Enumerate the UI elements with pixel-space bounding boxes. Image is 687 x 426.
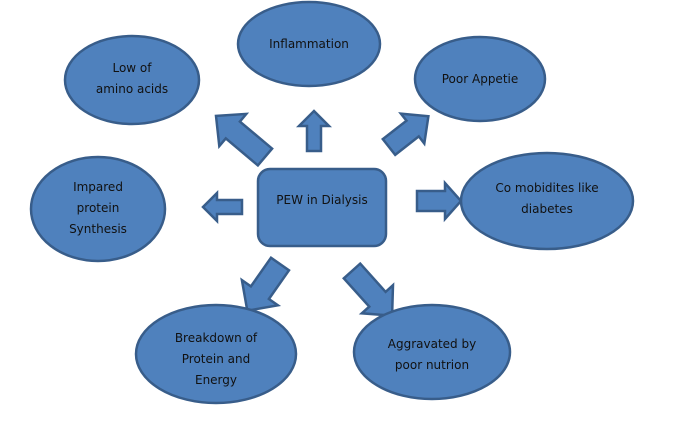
- arrow-to-comorbidities: [415, 179, 463, 223]
- node-nutrition: Aggravated by poor nutrion: [352, 303, 512, 401]
- node-amino: Low of amino acids: [63, 34, 201, 126]
- arrow-to-protein-synthesis: [201, 189, 244, 225]
- node-inflammation: Inflammation: [236, 0, 382, 88]
- comorbidities-label: Co mobidites like: [495, 181, 598, 195]
- node-appetite: Poor Appetie: [413, 35, 547, 123]
- comorbidities-label: diabetes: [521, 202, 573, 216]
- protein-synthesis-label: Synthesis: [69, 222, 127, 236]
- appetite-label: Poor Appetie: [442, 72, 519, 86]
- breakdown-label: Breakdown of: [175, 331, 258, 345]
- breakdown-label: Energy: [195, 373, 237, 387]
- center-box: [256, 167, 388, 248]
- node-comorbidities: Co mobidites like diabetes: [459, 151, 635, 251]
- center-node: PEW in Dialysis: [256, 167, 388, 248]
- arrow-to-inflammation: [295, 109, 333, 153]
- breakdown-ellipse: [134, 303, 298, 405]
- inflammation-label: Inflammation: [269, 37, 349, 51]
- appetite-ellipse: [413, 35, 547, 123]
- arrow-to-nutrition: [342, 261, 395, 317]
- nutrition-ellipse: [352, 303, 512, 401]
- arrow-to-amino: [214, 112, 274, 168]
- center-label: PEW in Dialysis: [276, 193, 367, 207]
- amino-label: Low of: [112, 61, 152, 75]
- nutrition-label: Aggravated by: [388, 337, 476, 351]
- nutrition-label: poor nutrion: [395, 358, 469, 372]
- amino-ellipse: [63, 34, 201, 126]
- amino-label: amino acids: [96, 82, 168, 96]
- arrow-to-breakdown: [240, 255, 291, 313]
- protein-synthesis-ellipse: [29, 155, 167, 263]
- arrow-to-appetite: [381, 112, 430, 157]
- protein-synthesis-label: protein: [77, 201, 120, 215]
- protein-synthesis-label: Impared: [73, 180, 123, 194]
- comorbidities-ellipse: [459, 151, 635, 251]
- breakdown-label: Protein and: [182, 352, 250, 366]
- inflammation-ellipse: [236, 0, 382, 88]
